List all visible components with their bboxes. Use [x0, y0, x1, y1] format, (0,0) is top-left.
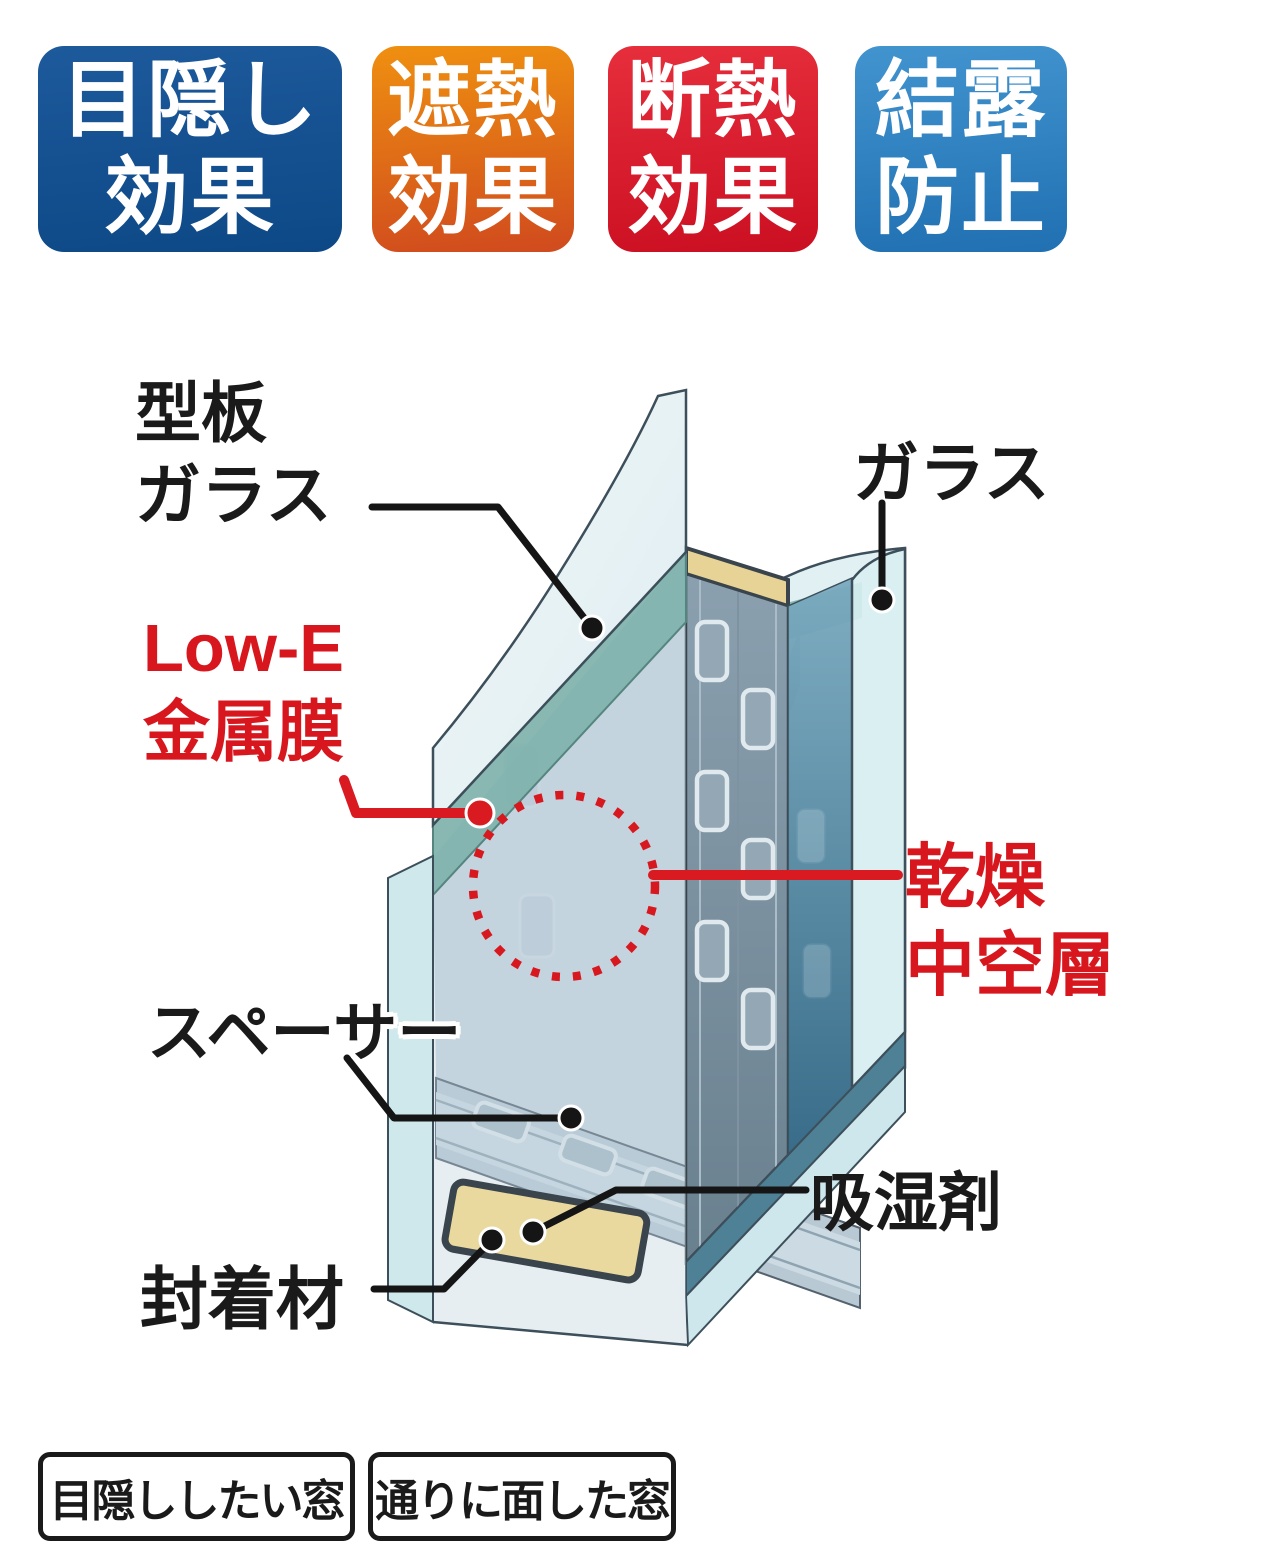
- bottom-edge-bands: [684, 1029, 906, 1348]
- badge-insulation-line2: 効果: [626, 150, 799, 244]
- label-low-e-line2: 金属膜: [143, 695, 344, 770]
- leader-sealant: [370, 1236, 496, 1293]
- label-spacer-text: スペーサー: [147, 997, 462, 1069]
- tag-window-to-screen-text: 目隠ししたい窓: [49, 1476, 346, 1526]
- badge-privacy-line2: 効果: [103, 150, 276, 244]
- label-glass-text: ガラス: [853, 436, 1050, 510]
- label-patterned-glass-line1: 型板: [135, 376, 267, 450]
- leader-low-e: [339, 775, 485, 818]
- tag-window-facing-street-text: 通りに面した窓: [375, 1476, 671, 1526]
- front-pane-left-edge: [387, 854, 434, 1324]
- badge-condensation-prevention: 結露 防止: [855, 46, 1067, 252]
- label-dry-air-layer: 乾燥 中空層: [905, 833, 1115, 1009]
- leader-lines-red: [339, 775, 903, 880]
- label-patterned-glass: 型板 ガラス: [135, 372, 332, 536]
- badge-insulation-line1: 断熱: [626, 53, 799, 147]
- leader-dots-black: [478, 586, 896, 1254]
- badge-heat-shield-effect: 遮熱 効果: [372, 46, 574, 252]
- front-pane-upper-sheet: [431, 388, 688, 829]
- dark-glass-edge-strip: [787, 576, 853, 1157]
- label-dry-air-line2: 中空層: [905, 926, 1115, 1004]
- tag-window-to-screen: 目隠ししたい窓: [38, 1452, 355, 1541]
- badge-heat-shield-line1: 遮熱: [386, 53, 559, 147]
- highlight-dotted-circle: [468, 790, 660, 982]
- label-patterned-glass-line2: ガラス: [135, 458, 332, 532]
- label-dry-air-line1: 乾燥: [905, 838, 1045, 916]
- leader-desiccant: [529, 1186, 810, 1236]
- badge-privacy-effect: 目隠し 効果: [38, 46, 342, 252]
- badge-condensation-line2: 防止: [874, 150, 1047, 244]
- badge-heat-shield-line2: 効果: [386, 150, 559, 244]
- leader-lines-black: [343, 499, 886, 1293]
- label-spacer: スペーサー: [147, 982, 461, 1074]
- label-desiccant: 吸湿剤: [810, 1152, 1002, 1244]
- leader-spacer: [343, 1054, 575, 1122]
- label-desiccant-text: 吸湿剤: [810, 1167, 1002, 1239]
- front-glass-pane: [387, 388, 689, 1347]
- leader-dot-red: [464, 797, 496, 829]
- label-glass: ガラス: [853, 420, 1050, 516]
- label-low-e-film: Low-E 金属膜: [143, 607, 344, 775]
- badge-privacy-line1: 目隠し: [60, 53, 319, 147]
- spacer-column: [684, 545, 790, 1266]
- leader-patterned-glass: [368, 503, 596, 632]
- right-pane-face: [850, 547, 907, 1092]
- label-sealant-text: 封着材: [140, 1262, 345, 1338]
- badge-condensation-line1: 結露: [874, 53, 1047, 147]
- tag-window-facing-street: 通りに面した窓: [368, 1452, 676, 1541]
- label-sealant: 封着材: [140, 1244, 344, 1343]
- badge-insulation-effect: 断熱 効果: [608, 46, 818, 252]
- label-low-e-line1: Low-E: [143, 611, 344, 686]
